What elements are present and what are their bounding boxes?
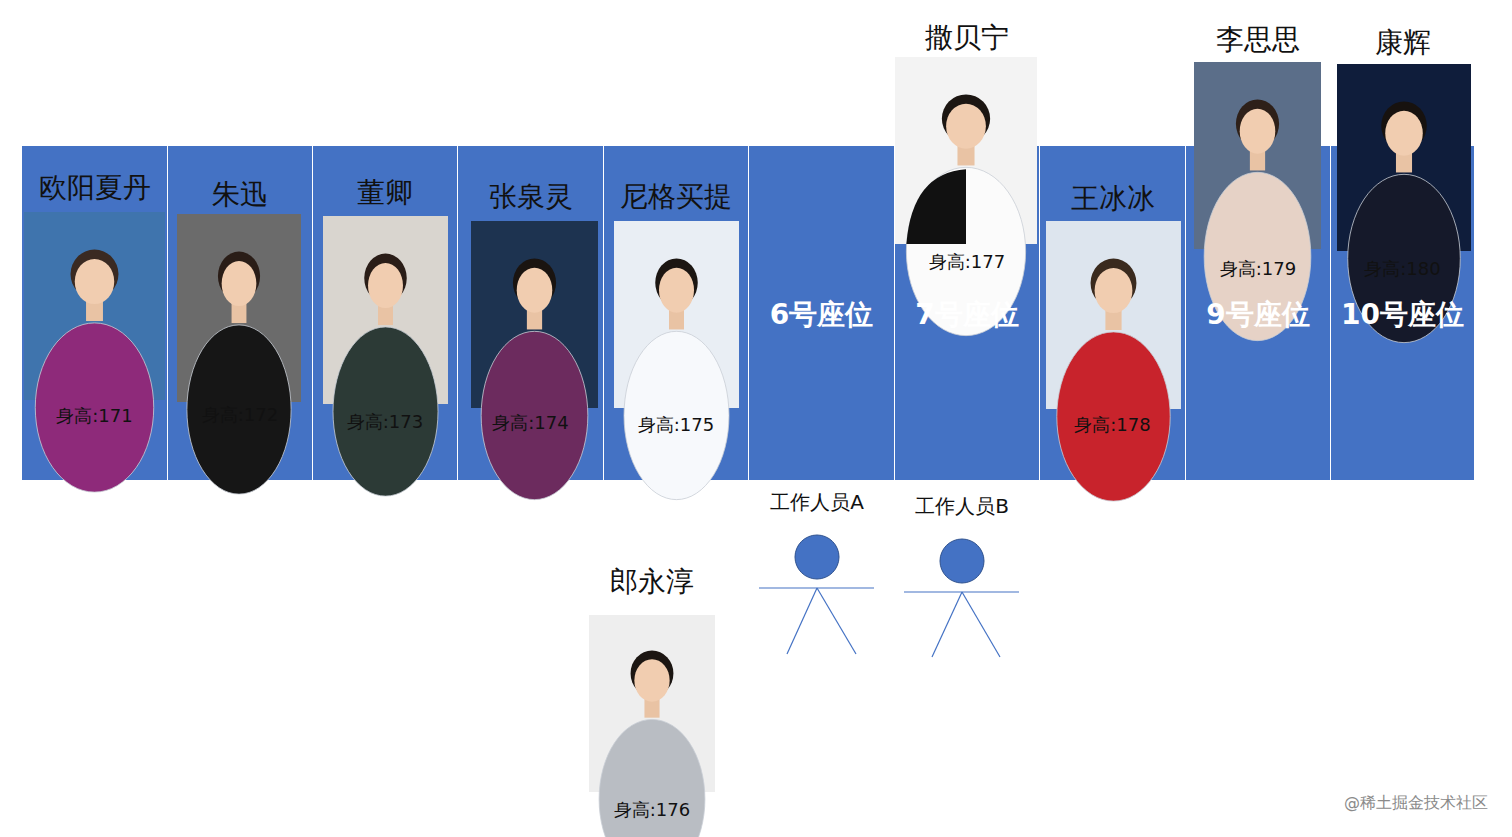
portrait-photo: [1046, 221, 1181, 409]
person-name: 朱迅: [168, 178, 312, 212]
staff-figure: 工作人员B: [900, 480, 1024, 662]
portrait-photo: [1337, 64, 1471, 251]
staff-label: 工作人员B: [900, 494, 1024, 518]
person-name: 王冰冰: [1040, 182, 1185, 216]
height-label: 身高:175: [604, 414, 748, 436]
seat-cell: 李思思身高:1799号座位: [1185, 146, 1330, 480]
height-label: 身高:173: [313, 411, 457, 433]
seat-cell: 王冰冰身高:178: [1039, 146, 1185, 480]
seat-number: 10号座位: [1331, 298, 1474, 332]
staff-figure: 工作人员A: [755, 480, 879, 662]
person-name: 董卿: [313, 176, 457, 210]
portrait-photo: [895, 57, 1037, 244]
seat-number: 9号座位: [1186, 298, 1330, 332]
seat-cell: 撒贝宁身高:1777号座位: [894, 146, 1039, 480]
portrait-photo: [1194, 62, 1321, 249]
height-label: 身高:178: [1040, 414, 1185, 436]
person-name: 撒贝宁: [895, 21, 1039, 55]
seat-cell: 尼格买提身高:175: [603, 146, 748, 480]
portrait-photo: [614, 221, 739, 408]
portrait-photo: [323, 216, 448, 404]
person-name: 郎永淳: [585, 565, 719, 599]
person-name: 康辉: [1331, 26, 1474, 60]
height-label: 身高:177: [895, 251, 1039, 273]
portrait-photo: [177, 214, 301, 402]
seat-cell: 康辉身高:18010号座位: [1330, 146, 1474, 480]
portrait-photo: [589, 615, 715, 792]
person-name: 张泉灵: [458, 180, 603, 214]
portrait-photo: [24, 212, 165, 400]
person-name: 尼格买提: [604, 180, 748, 214]
seat-cell: 6号座位: [748, 146, 894, 480]
height-label: 身高:179: [1186, 258, 1330, 280]
height-label: 身高:180: [1331, 258, 1474, 280]
seat-cell: 欧阳夏丹身高:171: [22, 146, 167, 480]
seat-cell: 朱迅身高:172: [167, 146, 312, 480]
height-label: 身高:174: [458, 412, 603, 434]
height-label: 身高:171: [22, 405, 167, 427]
height-label: 身高:172: [168, 404, 312, 426]
person-card: 郎永淳身高:176: [585, 560, 719, 825]
seat-number: 7号座位: [895, 298, 1039, 332]
height-label: 身高:176: [585, 799, 719, 821]
seat-cell: 董卿身高:173: [312, 146, 457, 480]
seat-number: 6号座位: [749, 298, 894, 332]
staff-label: 工作人员A: [755, 490, 879, 514]
portrait-photo: [471, 221, 598, 408]
seat-cell: 张泉灵身高:174: [457, 146, 603, 480]
watermark: @稀土掘金技术社区: [1344, 793, 1488, 812]
person-name: 欧阳夏丹: [22, 171, 167, 205]
person-name: 李思思: [1186, 23, 1330, 57]
